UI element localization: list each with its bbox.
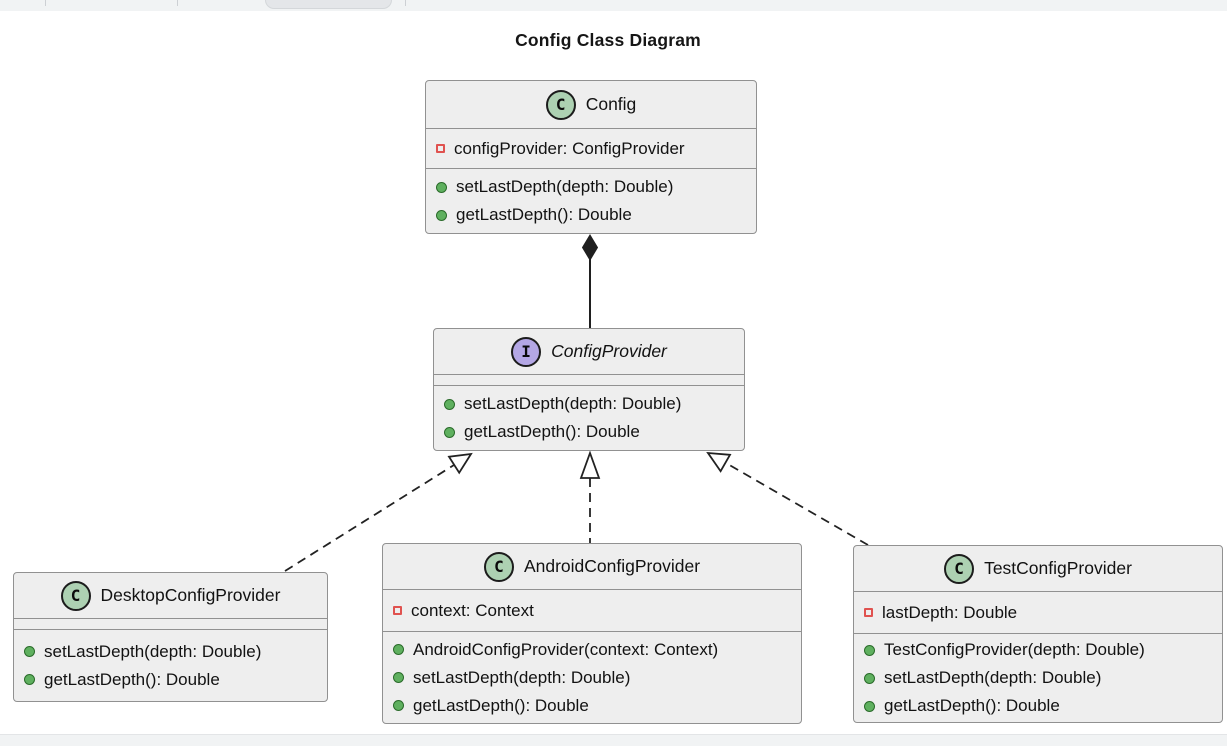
- realization-arrowhead: [579, 450, 601, 479]
- public-method-icon: [444, 426, 455, 438]
- method-row: setLastDepth(depth: Double): [434, 390, 744, 418]
- class-box-testconfigprovider: C TestConfigProvider lastDepth: Double T…: [853, 545, 1223, 723]
- method-label: getLastDepth(): Double: [413, 695, 589, 715]
- class-box-configprovider: I ConfigProvider setLastDepth(depth: Dou…: [433, 328, 745, 451]
- method-row: setLastDepth(depth: Double): [383, 664, 801, 692]
- field-label: configProvider: ConfigProvider: [454, 138, 685, 158]
- method-label: getLastDepth(): Double: [456, 205, 632, 224]
- method-row: getLastDepth(): Double: [426, 201, 756, 229]
- methods-section: setLastDepth(depth: Double) getLastDepth…: [426, 169, 756, 233]
- methods-section: AndroidConfigProvider(context: Context) …: [383, 632, 801, 723]
- private-field-icon: [436, 144, 445, 153]
- public-method-icon: [393, 672, 404, 683]
- field-label: lastDepth: Double: [882, 602, 1018, 622]
- class-box-androidconfigprovider: C AndroidConfigProvider context: Context…: [382, 543, 802, 724]
- method-label: getLastDepth(): Double: [884, 696, 1060, 715]
- interface-badge-icon: I: [511, 336, 542, 367]
- field-row: configProvider: ConfigProvider: [426, 135, 756, 163]
- class-header: I ConfigProvider: [434, 329, 744, 375]
- interface-name: ConfigProvider: [551, 341, 667, 361]
- class-badge-icon: C: [545, 89, 576, 120]
- method-row: getLastDepth(): Double: [434, 418, 744, 446]
- method-label: setLastDepth(depth: Double): [456, 177, 674, 196]
- public-method-icon: [393, 644, 404, 655]
- field-label: context: Context: [411, 600, 534, 620]
- public-method-icon: [436, 209, 447, 221]
- class-box-desktopconfigprovider: C DesktopConfigProvider setLastDepth(dep…: [13, 572, 328, 702]
- public-method-icon: [24, 674, 35, 685]
- method-row: setLastDepth(depth: Double): [854, 664, 1222, 692]
- class-badge-icon: C: [944, 553, 975, 584]
- method-label: setLastDepth(depth: Double): [413, 667, 631, 687]
- method-row: setLastDepth(depth: Double): [426, 173, 756, 201]
- public-method-icon: [393, 700, 404, 711]
- bottom-strip: [0, 734, 1227, 746]
- composition-diamond: [581, 234, 599, 261]
- method-label: TestConfigProvider(depth: Double): [884, 640, 1145, 659]
- fields-section: context: Context: [383, 590, 801, 632]
- methods-section: setLastDepth(depth: Double) getLastDepth…: [14, 630, 327, 701]
- fields-section: configProvider: ConfigProvider: [426, 129, 756, 169]
- method-row: setLastDepth(depth: Double): [14, 638, 327, 666]
- realization-line-test: [725, 462, 869, 546]
- class-name: Config: [585, 94, 637, 114]
- methods-section: TestConfigProvider(depth: Double) setLas…: [854, 634, 1222, 722]
- class-box-config: C Config configProvider: ConfigProvider …: [425, 80, 757, 234]
- method-row: AndroidConfigProvider(context: Context): [383, 636, 801, 664]
- method-row: getLastDepth(): Double: [14, 666, 327, 694]
- method-label: setLastDepth(depth: Double): [884, 668, 1102, 687]
- fields-section-empty: [14, 619, 327, 630]
- tab-separator: [45, 0, 46, 6]
- field-row: lastDepth: Double: [854, 599, 1222, 627]
- class-name: TestConfigProvider: [984, 558, 1132, 578]
- public-method-icon: [24, 646, 35, 657]
- diagram-title: Config Class Diagram: [515, 30, 701, 50]
- public-method-icon: [864, 700, 875, 712]
- private-field-icon: [393, 606, 402, 615]
- browser-tab-strip[interactable]: [0, 0, 1227, 11]
- class-header: C TestConfigProvider: [854, 546, 1222, 592]
- realization-arrowhead: [706, 451, 732, 473]
- method-label: AndroidConfigProvider(context: Context): [413, 639, 719, 659]
- class-header: C DesktopConfigProvider: [14, 573, 327, 619]
- methods-section: setLastDepth(depth: Double) getLastDepth…: [434, 386, 744, 450]
- public-method-icon: [864, 672, 875, 684]
- public-method-icon: [436, 181, 447, 193]
- tab-separator: [405, 0, 406, 6]
- public-method-icon: [444, 398, 455, 410]
- class-header: C AndroidConfigProvider: [383, 544, 801, 590]
- method-label: setLastDepth(depth: Double): [464, 394, 682, 413]
- method-label: getLastDepth(): Double: [464, 422, 640, 441]
- fields-section: lastDepth: Double: [854, 592, 1222, 634]
- active-tab-fragment[interactable]: [265, 0, 392, 9]
- method-label: getLastDepth(): Double: [44, 669, 220, 689]
- realization-arrowhead: [447, 452, 473, 475]
- class-name: AndroidConfigProvider: [523, 556, 701, 576]
- public-method-icon: [864, 644, 875, 656]
- method-label: setLastDepth(depth: Double): [44, 641, 262, 661]
- method-row: getLastDepth(): Double: [383, 692, 801, 720]
- field-row: context: Context: [383, 597, 801, 625]
- class-badge-icon: C: [60, 580, 91, 611]
- fields-section-empty: [434, 375, 744, 386]
- class-header: C Config: [426, 81, 756, 129]
- class-badge-icon: C: [483, 551, 514, 582]
- method-row: TestConfigProvider(depth: Double): [854, 636, 1222, 664]
- private-field-icon: [864, 608, 873, 617]
- class-name: DesktopConfigProvider: [100, 585, 281, 605]
- method-row: getLastDepth(): Double: [854, 692, 1222, 720]
- tab-separator: [177, 0, 178, 6]
